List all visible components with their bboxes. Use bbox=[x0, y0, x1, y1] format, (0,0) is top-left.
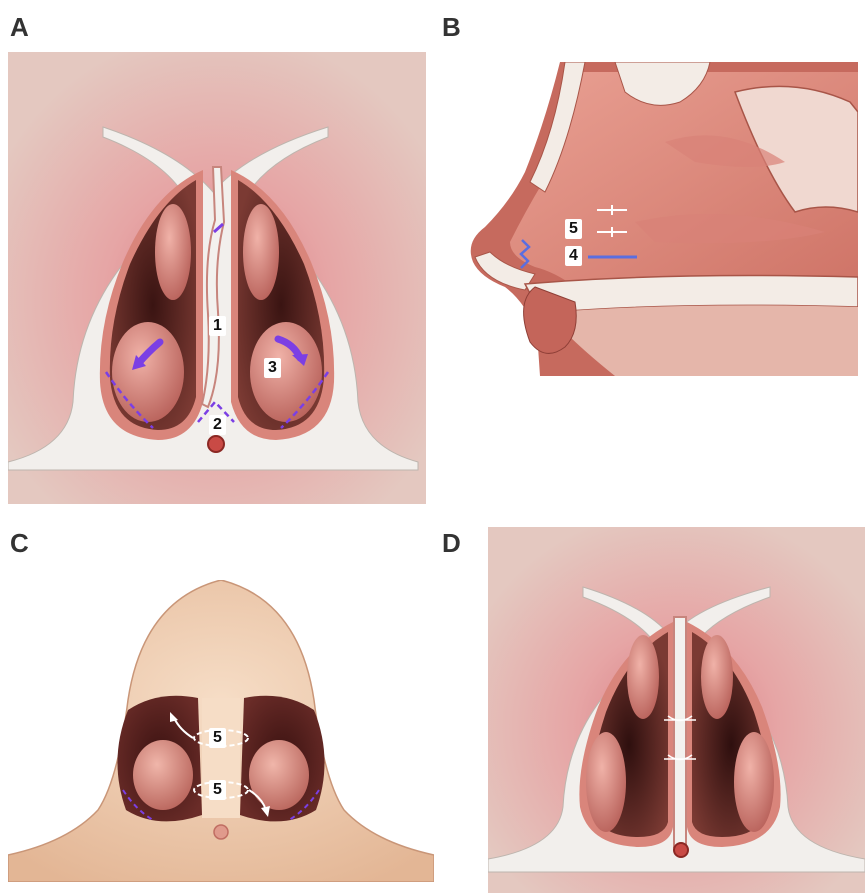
label-4: 4 bbox=[565, 246, 582, 266]
label-5-top: 5 bbox=[209, 728, 226, 748]
panel-c-letter: C bbox=[10, 528, 29, 559]
panel-b-letter: B bbox=[442, 12, 461, 43]
nasal-spine-vessel bbox=[214, 825, 228, 839]
right-inferior-turbinate bbox=[250, 322, 322, 422]
label-1: 1 bbox=[209, 316, 226, 336]
left-turbinate bbox=[133, 740, 193, 810]
columella bbox=[202, 698, 240, 818]
left-middle-turbinate bbox=[155, 204, 191, 300]
left-inferior-turbinate bbox=[586, 732, 626, 832]
panel-a-illustration bbox=[8, 52, 426, 504]
left-inferior-turbinate bbox=[112, 322, 184, 422]
label-5: 5 bbox=[565, 219, 582, 239]
panel-b-sagittal-view: 5 4 bbox=[465, 62, 858, 376]
panel-b-illustration bbox=[465, 62, 858, 376]
right-middle-turbinate bbox=[701, 635, 733, 719]
panel-c-frontal-view: 5 5 bbox=[8, 580, 434, 882]
right-middle-turbinate bbox=[243, 204, 279, 300]
panel-d-letter: D bbox=[442, 528, 461, 559]
nasal-crest-vessel bbox=[674, 843, 688, 857]
label-5-bottom: 5 bbox=[209, 780, 226, 800]
panel-a-letter: A bbox=[10, 12, 29, 43]
right-turbinate bbox=[249, 740, 309, 810]
label-3: 3 bbox=[264, 358, 281, 378]
panel-a-coronal-view: 1 2 3 bbox=[8, 52, 426, 504]
nasal-crest-vessel bbox=[208, 436, 224, 452]
panel-d-coronal-view bbox=[488, 527, 865, 893]
nasal-septum bbox=[674, 617, 686, 847]
label-2: 2 bbox=[209, 415, 226, 435]
left-middle-turbinate bbox=[627, 635, 659, 719]
panel-d-illustration bbox=[488, 527, 865, 893]
right-inferior-turbinate bbox=[734, 732, 774, 832]
